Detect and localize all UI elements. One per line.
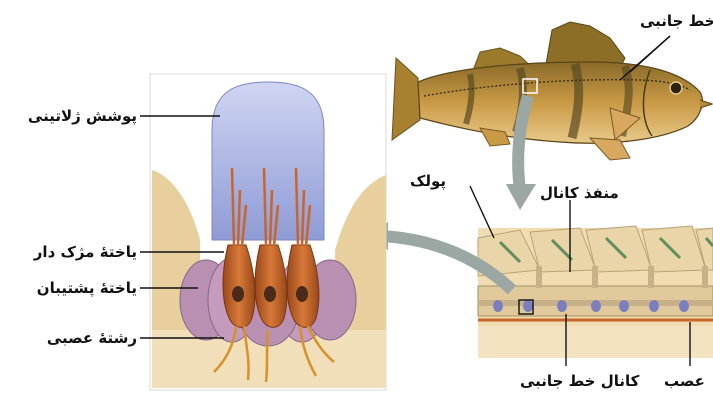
label-nerve-fiber: رشتهٔ عصبی — [47, 329, 137, 347]
label-lateral-line: خط جانبی — [640, 12, 713, 30]
label-canal-opening: منفذ کانال — [540, 184, 619, 202]
label-lateral-line-canal: کانال خط جانبی — [520, 372, 639, 390]
label-scale: پولک — [410, 172, 446, 190]
gelatinous-cupula — [212, 82, 324, 240]
label-hair-cell: یاختهٔ مژک دار — [34, 243, 137, 261]
fish-tail — [392, 58, 420, 140]
fish-body — [418, 62, 702, 143]
leader-lateral-line-2 — [630, 36, 670, 72]
neuromast-panel — [150, 74, 386, 390]
fish-eye — [670, 82, 682, 94]
label-nerve: عصب — [664, 372, 705, 390]
label-support-cell: یاختهٔ پشتیبان — [37, 279, 137, 297]
arrow-fish-to-canal — [518, 96, 528, 190]
canal-cross-section — [478, 226, 713, 358]
hair-cells — [223, 245, 319, 327]
label-gelatinous-cover: پوشش ژلاتینی — [28, 107, 137, 125]
fish-illustration — [392, 22, 712, 160]
